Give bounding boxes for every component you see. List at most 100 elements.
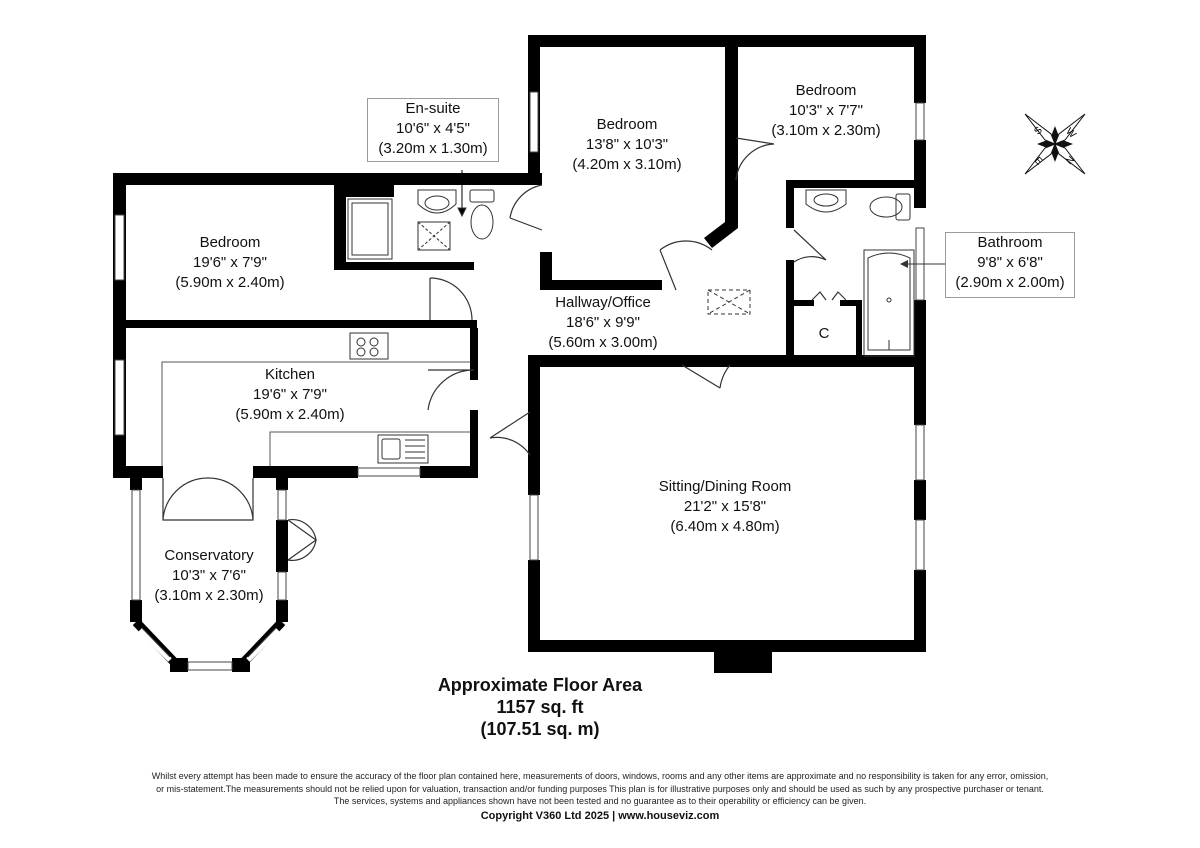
closet-label: C: [818, 325, 830, 342]
room-name: Sitting/Dining Room: [658, 478, 792, 495]
room-label-hallway: Hallway/Office 18'6" x 9'9" (5.60m x 3.0…: [520, 293, 686, 353]
wall: [914, 480, 926, 520]
window: [277, 489, 287, 521]
door-swing: [659, 240, 713, 291]
bathroom-toilet: [869, 196, 903, 218]
room-dim-metric: (3.10m x 2.30m): [771, 122, 881, 139]
disclaimer: Whilst every attempt has been made to en…: [40, 770, 1160, 808]
wall: [914, 355, 926, 425]
wall: [528, 355, 926, 367]
door-swing: [735, 137, 775, 181]
wall: [786, 180, 926, 188]
room-name: Bathroom: [977, 234, 1043, 251]
wall: [276, 478, 288, 490]
room-dim-metric: (4.20m x 3.10m): [572, 156, 682, 173]
disclaimer-line: or mis-statement.The measurements should…: [156, 783, 1044, 794]
wall: [346, 185, 394, 197]
room-label-bedroom-center: Bedroom 13'8" x 10'3" (4.20m x 3.10m): [542, 115, 712, 175]
window: [277, 571, 287, 601]
room-dim-metric: (5.60m x 3.00m): [548, 334, 658, 351]
closet-door: [811, 291, 847, 301]
door-swing: [489, 411, 531, 456]
wall: [914, 300, 926, 368]
room-label-bedroom-left: Bedroom 19'6" x 7'9" (5.90m x 2.40m): [140, 233, 320, 293]
shower-tray: [347, 198, 393, 260]
room-dim-imperial: 9'8" x 6'8": [977, 254, 1043, 271]
skylight: [707, 289, 751, 315]
wall: [914, 570, 926, 652]
room-dim-imperial: 10'6" x 4'5": [396, 120, 470, 137]
window: [114, 359, 125, 436]
room-dim-metric: (6.40m x 4.80m): [670, 518, 780, 535]
room-name: Kitchen: [264, 366, 316, 383]
kitchen-sink: [377, 434, 429, 464]
compass-icon: W S E N: [1024, 113, 1086, 175]
door-swing: [162, 477, 209, 521]
toilet-cistern: [469, 189, 495, 203]
wall: [528, 560, 540, 652]
basin: [417, 189, 457, 214]
room-dim-metric: (3.10m x 2.30m): [154, 587, 264, 604]
window: [915, 424, 925, 481]
window: [131, 489, 141, 601]
window: [915, 102, 925, 141]
wall: [126, 320, 477, 328]
floor-area-title: Approximate Floor Area: [437, 675, 643, 695]
room-dim-imperial: 19'6" x 7'9": [193, 254, 267, 271]
wall: [726, 35, 926, 47]
window: [187, 661, 233, 671]
room-dim-metric: (5.90m x 2.40m): [235, 406, 345, 423]
floor-area-sqm: (107.51 sq. m): [480, 719, 600, 739]
hob: [349, 332, 389, 360]
wall: [470, 410, 478, 478]
floor-area-sqft: 1157 sq. ft: [496, 697, 584, 717]
room-dim-imperial: 21'2" x 15'8": [683, 498, 767, 515]
wall: [704, 44, 738, 248]
room-label-sitting-dining: Sitting/Dining Room 21'2" x 15'8" (6.40m…: [630, 477, 820, 537]
door-swing: [681, 364, 731, 389]
room-name: Bedroom: [596, 116, 658, 133]
door-swing: [429, 277, 473, 321]
wall: [113, 173, 346, 185]
room-label-conservatory: Conservatory 10'3" x 7'6" (3.10m x 2.30m…: [138, 546, 280, 606]
door-swing: [287, 519, 318, 561]
door-swing: [793, 229, 827, 263]
room-label-ensuite: En-suite 10'6" x 4'5" (3.20m x 1.30m): [367, 98, 499, 162]
room-name: En-suite: [405, 100, 461, 117]
wall: [786, 180, 794, 228]
room-label-bathroom: Bathroom 9'8" x 6'8" (2.90m x 2.00m): [945, 232, 1075, 298]
room-dim-imperial: 19'6" x 7'9": [253, 386, 327, 403]
room-dim-metric: (5.90m x 2.40m): [175, 274, 285, 291]
window: [529, 91, 539, 153]
wall: [113, 466, 163, 478]
room-label-kitchen: Kitchen 19'6" x 7'9" (5.90m x 2.40m): [200, 365, 380, 425]
floor-area: Approximate Floor Area 1157 sq. ft (107.…: [380, 674, 700, 740]
window: [915, 519, 925, 571]
wall: [856, 300, 862, 360]
wall: [276, 600, 288, 622]
room-name: Bedroom: [795, 82, 857, 99]
window: [114, 214, 125, 281]
door-swing: [207, 477, 254, 521]
room-name: Conservatory: [164, 547, 254, 564]
wall: [470, 328, 478, 380]
room-label-bedroom-right: Bedroom 10'3" x 7'7" (3.10m x 2.30m): [746, 81, 906, 141]
wall: [914, 140, 926, 208]
wall: [914, 35, 926, 103]
wall: [276, 520, 288, 572]
room-dim-imperial: 10'3" x 7'6": [172, 567, 246, 584]
room-dim-metric: (2.90m x 2.00m): [955, 274, 1065, 291]
vanity-unit: [417, 221, 451, 251]
wall: [528, 35, 738, 47]
room-dim-imperial: 10'3" x 7'7": [789, 102, 863, 119]
wall: [840, 300, 856, 306]
chimney-breast: [714, 640, 772, 673]
disclaimer-line: The services, systems and appliances sho…: [333, 796, 867, 806]
room-dim-imperial: 18'6" x 9'9": [566, 314, 640, 331]
wall: [130, 600, 142, 622]
disclaimer-line: Whilst every attempt has been made to en…: [151, 771, 1049, 781]
wall: [540, 280, 662, 290]
wall: [786, 260, 794, 360]
room-name: Hallway/Office: [555, 294, 651, 311]
wall: [420, 466, 478, 478]
